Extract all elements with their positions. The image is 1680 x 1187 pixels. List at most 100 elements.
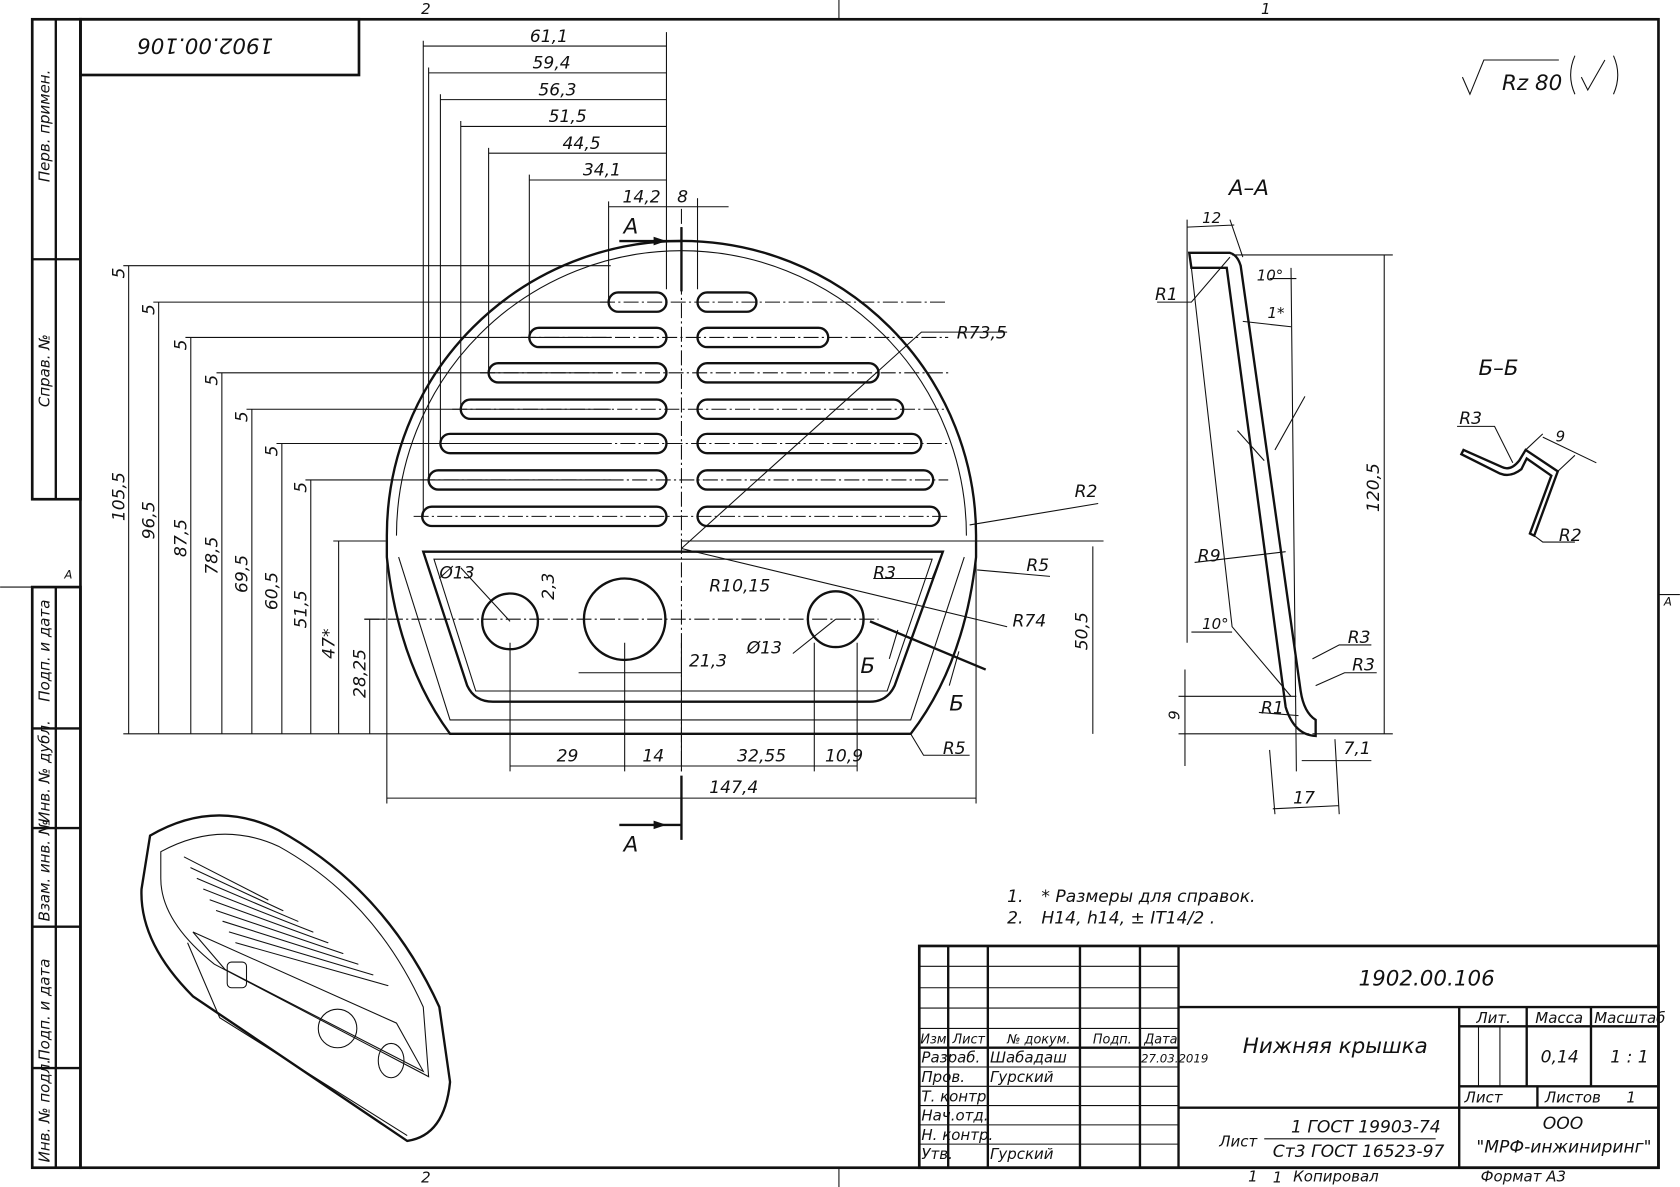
dim-label: 61,1 (530, 27, 568, 47)
section-bb-title: Б–Б (1478, 356, 1518, 381)
material-bottom: Ст3 ГОСТ 16523-97 (1273, 1142, 1445, 1162)
dim-label: 5 (233, 411, 253, 422)
note-number: 2. (1007, 908, 1023, 928)
role-label: Пров. (921, 1068, 965, 1086)
scale-label: Масштаб (1594, 1009, 1665, 1027)
dim-label: 5 (109, 268, 129, 279)
dim-label: 14 (642, 747, 664, 767)
note-number: 1. (1007, 887, 1023, 907)
dim-label: R1 (1261, 698, 1284, 718)
part-name: Нижняя крышка (1243, 1034, 1428, 1059)
sheets-label: Листов (1544, 1088, 1601, 1106)
dim-label: 51,5 (549, 107, 587, 127)
role-label: Утв. (921, 1145, 952, 1163)
header-sign: Подп. (1093, 1032, 1132, 1047)
dim-label: 9 (1166, 710, 1184, 720)
copied-label: Копировал (1293, 1168, 1379, 1186)
iso-slot (222, 920, 359, 965)
dim-label: R9 (1198, 546, 1221, 566)
roughness-symbol: Rz 80 (1461, 55, 1619, 96)
section-bb-view: Б–Б R3 9 R2 (1457, 356, 1597, 546)
dim-label: R2 (1559, 526, 1582, 546)
side-strip: Перв. примен. Справ. № Подп. и дата Инв.… (30, 17, 82, 1170)
dim-label: 51,5 (291, 590, 311, 628)
dim-label: 5 (263, 445, 283, 456)
sheets-value: 1 (1626, 1088, 1636, 1106)
dim-label: 78,5 (203, 537, 223, 575)
section-a-mark: А (622, 833, 639, 858)
side-label: Инв. № дубл. (35, 720, 53, 823)
side-label: Инв. № подл. (35, 1059, 53, 1162)
dim-label: 7,1 (1344, 739, 1371, 759)
company: ООО (1543, 1114, 1583, 1134)
note-text: H14, h14, ± IT14/2 . (1041, 908, 1215, 928)
role-name: Гурский (990, 1068, 1054, 1086)
zone-label: A (1663, 594, 1672, 608)
dim-label: 60,5 (263, 572, 283, 610)
header-date: Дата (1143, 1032, 1177, 1047)
dim-label: 9 (1556, 427, 1566, 445)
roughness-value: Rz 80 (1502, 71, 1562, 96)
iso-slot (196, 877, 299, 922)
dim-label: 44,5 (563, 134, 601, 154)
side-label: Подп. и дата (35, 600, 53, 702)
role-label: Т. контр. (921, 1087, 991, 1105)
dim-label: 5 (139, 304, 159, 315)
section-a-mark: А (622, 215, 639, 240)
side-label: Взам. инв. № (35, 820, 53, 922)
dim-label: R3 (1348, 628, 1371, 648)
dim-label: R74 (1012, 612, 1046, 632)
notes: 1. * Размеры для справок. 2. H14, h14, ±… (1007, 887, 1255, 928)
dim-label: 8 (677, 187, 688, 207)
iso-slot (183, 856, 269, 901)
mass-label: Масса (1535, 1009, 1583, 1027)
dim-label: 69,5 (233, 555, 253, 593)
dim-label: R1 (1155, 285, 1178, 305)
dim-label: 32,55 (737, 747, 786, 767)
dim-label: 5 (291, 482, 311, 493)
dim-label: Ø13 (438, 564, 474, 584)
dim-label: R3 (1459, 409, 1482, 429)
scale-value: 1 : 1 (1610, 1048, 1648, 1068)
section-b-mark: Б (949, 691, 964, 716)
header-doc: № докум. (1006, 1032, 1070, 1047)
role-label: Разраб. (921, 1049, 980, 1067)
dim-label: R73,5 (957, 324, 1007, 344)
dim-label: 87,5 (172, 519, 192, 557)
iso-slot (228, 931, 374, 976)
isometric-view (140, 814, 452, 1143)
dim-label: R3 (1352, 656, 1375, 676)
dim-label: 5 (172, 339, 192, 350)
dim-label: 5 (203, 375, 223, 386)
section-b-mark: Б (860, 654, 875, 679)
designation: 1902.00.106 (1359, 967, 1495, 992)
dim-label: 10,9 (825, 747, 863, 767)
title-block: 1902.00.106 Нижняя крышка Лит. Масса Мас… (917, 944, 1665, 1186)
side-label: Справ. № (35, 334, 53, 407)
iso-slot (209, 899, 329, 944)
dim-label: R5 (943, 739, 966, 759)
section-aa-view: А–А 12 10° 1* R1 120,5 R9 10° R3 R3 R1 9… (1155, 176, 1393, 815)
dim-label: 105,5 (109, 472, 129, 521)
dim-label: 21,3 (689, 651, 727, 671)
zone-label: 1 (1273, 1169, 1283, 1187)
zone-label: A (63, 568, 72, 582)
company: "МРФ-инжиниринг" (1476, 1138, 1651, 1158)
dim-label: 59,4 (533, 54, 571, 74)
dim-label: 28,25 (350, 649, 370, 698)
side-label: Перв. примен. (35, 70, 53, 183)
dim-label: 47* (319, 628, 339, 659)
rotated-designation: 1902.00.106 (137, 33, 273, 58)
role-date: 27.03.2019 (1141, 1052, 1208, 1066)
dim-label: 17 (1293, 788, 1315, 808)
dim-label: 120,5 (1364, 463, 1384, 512)
lit-label: Лит. (1475, 1009, 1511, 1027)
rotated-designation-box (79, 17, 361, 77)
material-prefix: Лист (1218, 1132, 1258, 1150)
mass-value: 0,14 (1541, 1048, 1579, 1068)
header-izm: Изм. (920, 1032, 950, 1047)
dim-label: R3 (873, 564, 896, 584)
material-top: 1 ГОСТ 19903-74 (1291, 1117, 1441, 1137)
